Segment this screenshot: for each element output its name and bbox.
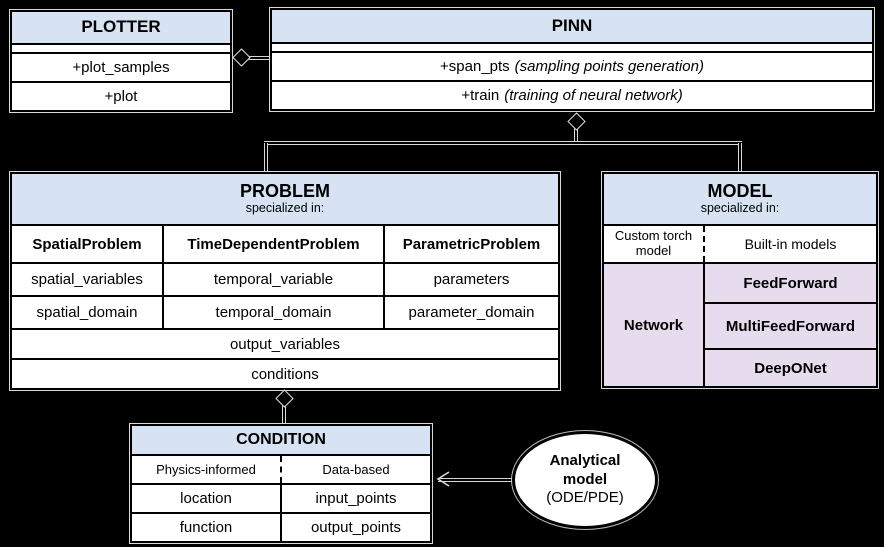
- problem-subtitle: specialized in:: [245, 201, 325, 216]
- attr-spatial-variables: spatial_variables: [12, 262, 162, 295]
- attr-input-points: input_points: [280, 485, 430, 512]
- pinn-method-span-pts: +span_pts (sampling points generation): [272, 51, 872, 80]
- method-name: +span_pts: [440, 58, 510, 75]
- attr-temporal-variable: temporal_variable: [162, 262, 383, 295]
- cell-deeponet: DeepONet: [705, 348, 876, 386]
- connector-analytical-condition: [438, 478, 513, 482]
- label-built-in-models: Built-in models: [703, 226, 876, 262]
- condition-title: CONDITION: [236, 431, 326, 449]
- pinn-method-train: +train (training of neural network): [272, 80, 872, 109]
- subclass-time-dependent-problem: TimeDependentProblem: [162, 226, 383, 262]
- attr-location: location: [132, 485, 280, 512]
- analytical-model-node: Analytical model (ODE/PDE): [512, 431, 658, 529]
- pinn-title: PINN: [551, 15, 593, 35]
- class-model: MODEL specialized in: Custom torch model…: [601, 171, 879, 389]
- model-grid: Network FeedForward MultiFeedForward Dee…: [604, 262, 876, 386]
- cell-multifeedforward: MultiFeedForward: [705, 302, 876, 348]
- method-name: +train: [461, 87, 500, 104]
- attr-function: function: [132, 512, 280, 541]
- connector-drop-problem: [264, 143, 268, 172]
- condition-split-row: Physics-informed Data-based: [132, 454, 430, 483]
- attr-parameter-domain: parameter_domain: [383, 295, 558, 328]
- problem-subclass-grid: SpatialProblem TimeDependentProblem Para…: [12, 224, 558, 328]
- condition-header: CONDITION: [132, 426, 430, 454]
- class-plotter: PLOTTER +plot_samples +plot: [9, 9, 233, 113]
- aggregation-diamond-icon: [232, 48, 251, 67]
- method-note: (sampling points generation): [514, 58, 704, 75]
- plotter-method-plot: +plot: [12, 81, 230, 110]
- connector-problem-condition: [282, 404, 286, 424]
- analytical-line2: model: [562, 470, 608, 488]
- class-problem: PROBLEM specialized in: SpatialProblem T…: [9, 171, 561, 391]
- attr-spatial-domain: spatial_domain: [12, 295, 162, 328]
- attr-parameters: parameters: [383, 262, 558, 295]
- condition-attr-grid: location input_points function output_po…: [132, 483, 430, 541]
- pinn-header: PINN: [272, 10, 872, 42]
- analytical-line3: (ODE/PDE): [546, 489, 624, 507]
- problem-title: PROBLEM: [240, 180, 330, 201]
- label-physics-informed: Physics-informed: [132, 456, 280, 483]
- empty-compartment: [12, 43, 230, 52]
- open-arrowhead-icon: [436, 471, 450, 487]
- subclass-parametric-problem: ParametricProblem: [383, 226, 558, 262]
- model-title: MODEL: [707, 180, 773, 201]
- cell-network: Network: [604, 264, 705, 386]
- aggregation-diamond-icon: [275, 389, 294, 408]
- attr-output-points: output_points: [280, 512, 430, 541]
- plotter-title: PLOTTER: [81, 17, 161, 37]
- subclass-spatial-problem: SpatialProblem: [12, 226, 162, 262]
- label-custom-torch-model: Custom torch model: [614, 228, 693, 258]
- model-split-row: Custom torch model Built-in models: [604, 224, 876, 262]
- class-pinn: PINN +span_pts (sampling points generati…: [269, 7, 875, 112]
- plotter-header: PLOTTER: [12, 12, 230, 43]
- connector-pinn-stem: [574, 127, 578, 143]
- attr-output-variables: output_variables: [12, 328, 558, 358]
- empty-compartment: [272, 42, 872, 51]
- cell-feedforward: FeedForward: [705, 264, 876, 302]
- connector-tree-horizontal: [264, 141, 742, 145]
- class-condition: CONDITION Physics-informed Data-based lo…: [129, 423, 433, 544]
- analytical-line1: Analytical: [549, 451, 621, 469]
- model-header: MODEL specialized in:: [604, 174, 876, 224]
- model-subtitle: specialized in:: [700, 201, 780, 216]
- problem-header: PROBLEM specialized in:: [12, 174, 558, 224]
- method-note: (training of neural network): [504, 87, 683, 104]
- plotter-method-plot-samples: +plot_samples: [12, 52, 230, 81]
- attr-temporal-domain: temporal_domain: [162, 295, 383, 328]
- connector-plotter-pinn: [246, 56, 270, 60]
- connector-drop-model: [738, 143, 742, 172]
- label-data-based: Data-based: [280, 456, 430, 483]
- aggregation-diamond-icon: [567, 112, 586, 131]
- attr-conditions: conditions: [12, 358, 558, 388]
